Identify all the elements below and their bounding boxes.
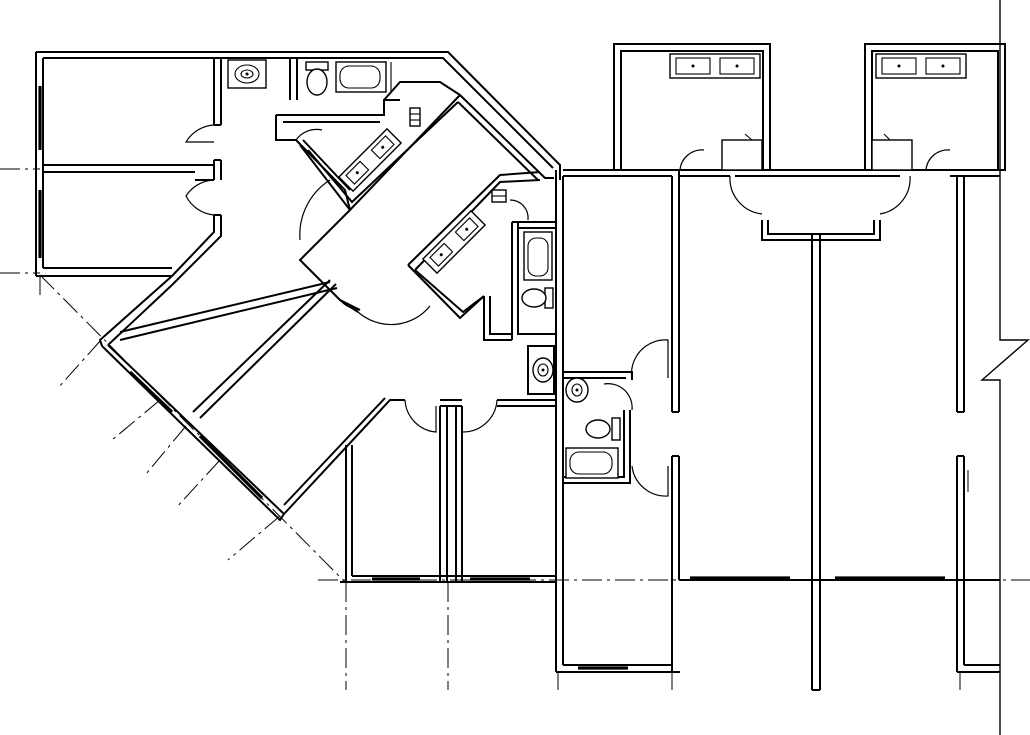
round-basin-fixture — [227, 59, 267, 89]
bathtub-fixture — [523, 231, 553, 281]
vent-fixture — [409, 107, 421, 127]
double-vanity-fixture — [337, 127, 403, 193]
right-edge-break-line — [980, 0, 1030, 735]
right-units-walls — [555, 43, 1006, 691]
toilet-fixture — [305, 61, 329, 96]
appliance-fixture — [871, 133, 913, 171]
door-swings — [184, 124, 951, 497]
bathtub-fixture — [335, 61, 392, 93]
round-basin-fixture — [532, 357, 554, 383]
toilet-fixture — [585, 417, 621, 441]
toilet-fixture — [521, 287, 554, 309]
appliance-fixture — [721, 133, 763, 171]
vent-fixture — [491, 189, 507, 203]
double-vanity-fixture — [875, 53, 967, 79]
double-vanity-fixture — [669, 53, 761, 79]
bathtub-fixture — [565, 447, 619, 479]
left-unit-walls — [35, 51, 561, 583]
double-vanity-fixture — [421, 209, 487, 275]
round-basin-fixture — [565, 377, 589, 403]
grid-lines — [0, 168, 1030, 690]
